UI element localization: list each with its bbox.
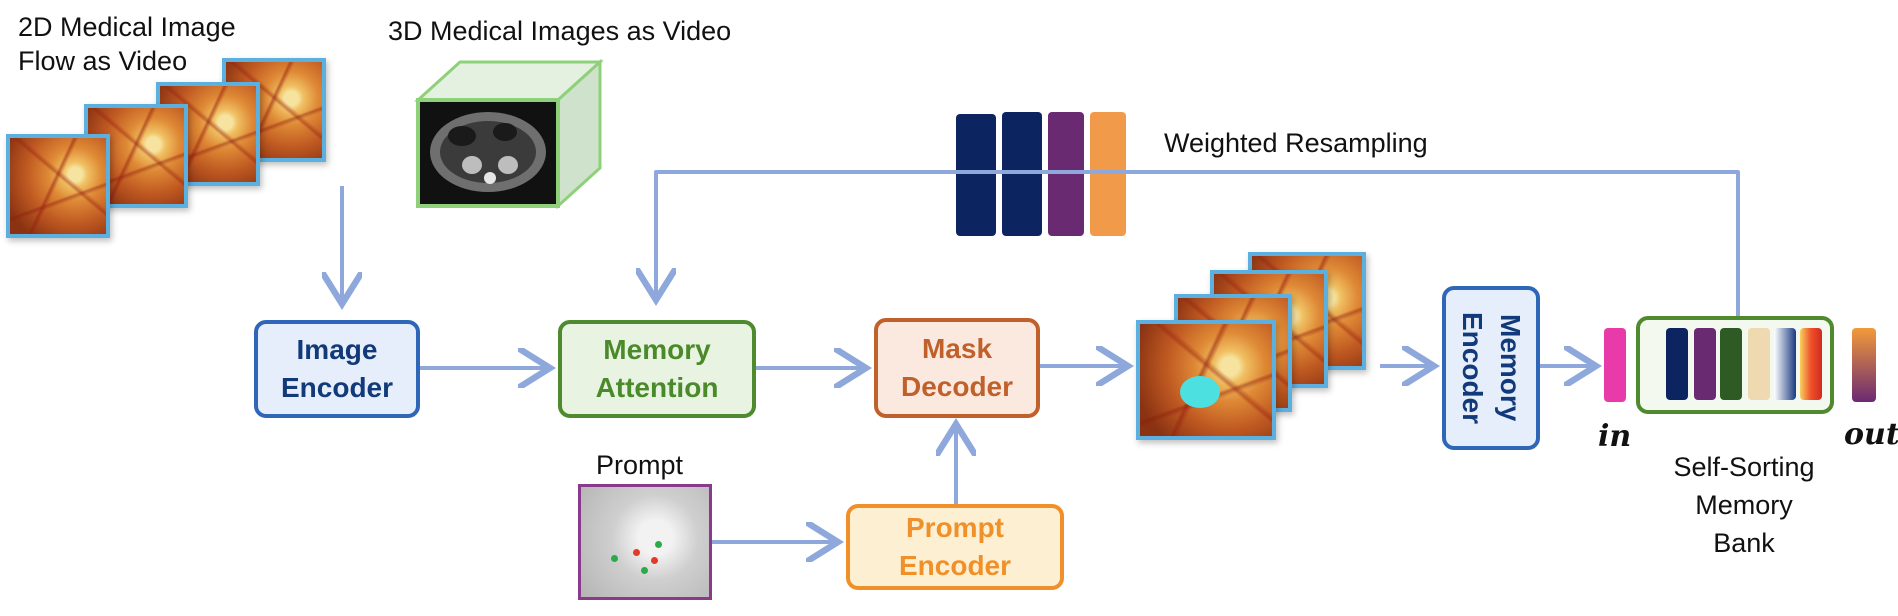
memory-bank-bar-2 — [1694, 328, 1716, 400]
caption-prompt: Prompt — [596, 450, 684, 480]
memory-out-bar — [1852, 328, 1876, 402]
prompt-encoder-box: Prompt Encoder — [846, 504, 1064, 590]
memory-encoder-box: Memory Encoder — [1442, 286, 1540, 450]
memory-bank-bar-6 — [1800, 328, 1822, 400]
prompt-image — [578, 484, 712, 600]
resampling-bar-1 — [956, 114, 996, 236]
prompt-point — [655, 541, 662, 548]
caption-3d-video: 3D Medical Images as Video — [388, 16, 732, 46]
resampling-bar-3 — [1048, 112, 1084, 236]
resampling-bar-2 — [1002, 112, 1042, 236]
memory-attention-box: Memory Attention — [558, 320, 756, 418]
caption-2d-flow: 2D Medical Image Flow as Video — [18, 12, 236, 76]
memory-bank-bar-1 — [1666, 328, 1688, 400]
mask-decoder-box: Mask Decoder — [874, 318, 1040, 418]
memory-in-bar — [1604, 328, 1626, 402]
prompt-point — [633, 549, 640, 556]
prompt-point — [651, 557, 658, 564]
fundus-image-2 — [84, 104, 188, 208]
label-in: in — [1598, 419, 1632, 454]
memory-bank-bar-3 — [1720, 328, 1742, 400]
memory-bank-bar-5 — [1774, 328, 1796, 400]
prompt-point — [641, 567, 648, 574]
memory-bank-bar-4 — [1748, 328, 1770, 400]
label-out: out — [1844, 417, 1898, 452]
image-encoder-box: Image Encoder — [254, 320, 420, 418]
caption-memory-bank: Self-Sorting Memory Bank — [1673, 452, 1815, 558]
resampling-bar-4 — [1090, 112, 1126, 236]
caption-weighted-resampling: Weighted Resampling — [1164, 128, 1428, 158]
prompt-point — [611, 555, 618, 562]
output-image-segmented — [1136, 320, 1276, 440]
segmentation-mask — [1180, 376, 1220, 408]
fundus-image-1 — [6, 134, 110, 238]
